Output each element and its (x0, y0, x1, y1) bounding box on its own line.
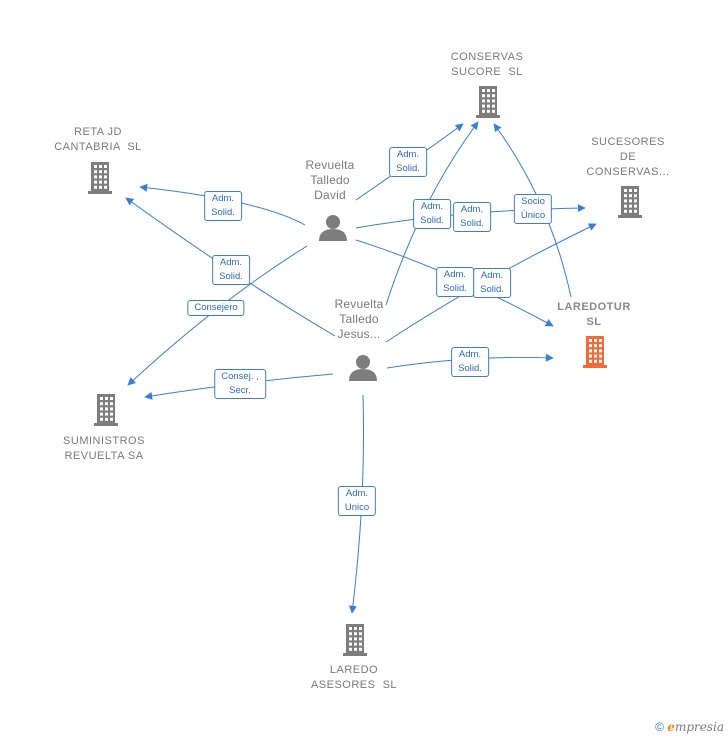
node-label-suministros[interactable]: SUMINISTROS REVUELTA SA (63, 435, 145, 462)
edge-label-jesus-suministros[interactable]: Consej. , Secr. (214, 369, 266, 399)
node-label-david[interactable]: Revuelta Talledo David (305, 158, 355, 202)
edge-label-david-suministros[interactable]: Consejero (187, 300, 245, 316)
person-icon-david[interactable] (319, 215, 347, 241)
node-label-laredotur[interactable]: LAREDOTUR SL (557, 301, 631, 328)
node-label-laredo_asesores[interactable]: LAREDO ASESORES SL (310, 664, 398, 691)
node-label-jesus[interactable]: Revuelta Talledo Jesus... (334, 297, 384, 341)
copyright-icon: © (655, 720, 664, 734)
building-icon-suministros[interactable] (94, 394, 118, 426)
building-icon-conservas[interactable] (476, 86, 500, 118)
edge-label-david-conservas[interactable]: Adm. Solid. (389, 147, 427, 177)
edge-label-david-sucesores[interactable]: Adm. Solid. (453, 202, 491, 232)
edge-label-jesus-laredo-asesores[interactable]: Adm. Unico (337, 486, 377, 516)
footer-brand: © empresia (655, 720, 724, 734)
node-label-reta[interactable]: RETA JD CANTABRIA SL (54, 126, 142, 153)
brand-logo: empresia (667, 720, 724, 734)
building-icon-sucesores[interactable] (618, 186, 642, 218)
building-icon-laredotur[interactable] (583, 336, 607, 368)
node-label-sucesores[interactable]: SUCESORES DE CONSERVAS... (586, 136, 670, 178)
building-icon-laredo_asesores[interactable] (343, 624, 367, 656)
node-label-conservas[interactable]: CONSERVAS SUCORE SL (450, 51, 524, 78)
edge-label-david-reta[interactable]: Adm. Solid. (204, 191, 242, 221)
edge-label-jesus-conservas[interactable]: Adm. Solid. (413, 199, 451, 229)
edge-label-jesus-reta[interactable]: Adm. Solid. (212, 255, 250, 285)
edge-label-jesus-sucesores[interactable]: Adm. Solid. (436, 267, 474, 297)
building-icon-reta[interactable] (88, 162, 112, 194)
person-icon-jesus[interactable] (349, 355, 377, 381)
edge-label-jesus-laredotur[interactable]: Adm. Solid. (451, 347, 489, 377)
edge-label-laredotur-conservas[interactable]: Socio Único (513, 194, 553, 224)
edge-label-david-laredotur[interactable]: Adm. Solid. (473, 268, 511, 298)
